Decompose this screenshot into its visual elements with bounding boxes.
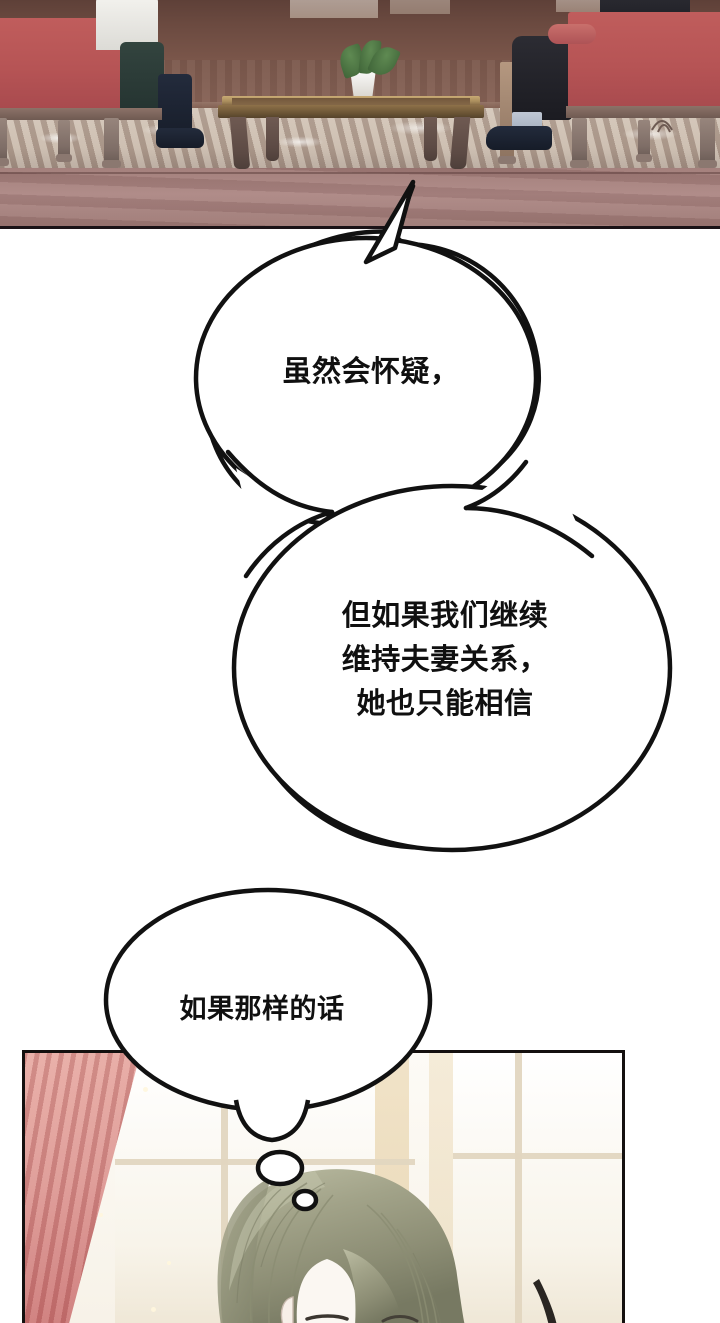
armchair-right-scrollwork (651, 120, 673, 133)
bubble-1-and-2-outline (203, 183, 634, 850)
figure-right-shoe (486, 126, 552, 150)
figure-right-trousers (512, 36, 572, 120)
armchair-left-leg-2 (56, 120, 72, 162)
figure-left-shirt (96, 0, 158, 50)
bubble-merge-fill-right (470, 432, 584, 540)
figure-left-boot-toe (156, 128, 204, 148)
armchair-left-skirt (0, 108, 162, 120)
bubble-merge-fill-left (236, 468, 330, 562)
coffee-table-leg-back-left (266, 117, 279, 161)
bubble-1-text: 虽然会怀疑， (282, 356, 460, 388)
bubble-2-text: 但如果我们继续 维持夫妻关系， 她也只能相信 (341, 600, 549, 720)
armchair-right-leg-3 (698, 118, 717, 168)
panel-parlor (0, 0, 720, 229)
background-window-center (390, 0, 450, 14)
armchair-left-leg-1 (0, 118, 9, 166)
armchair-right-leg-1 (570, 118, 589, 168)
panel-closeup (22, 1050, 625, 1323)
light-sparkle-4 (151, 1307, 156, 1312)
window-mullion-vertical-1 (221, 1053, 228, 1323)
bubble-merge-stroke-right-upper (463, 459, 529, 511)
window-mullion-horizontal-2 (453, 1153, 622, 1159)
floor-seam (0, 172, 720, 174)
armchair-right-leg-2 (636, 120, 652, 162)
armchair-right-skirt (566, 106, 720, 118)
figure-left-trousers (120, 42, 164, 114)
background-window-right (556, 0, 606, 12)
coffee-table-inset (232, 98, 470, 105)
bubble-merge-stroke-left-upper (225, 449, 335, 515)
wood-floor (0, 168, 720, 226)
armchair-left-leg-3 (102, 118, 121, 168)
coffee-table-apron (218, 105, 484, 118)
background-window-left (290, 0, 378, 18)
bubble-merge-stroke-right-lower (463, 505, 595, 559)
window-right-pane (453, 1053, 622, 1323)
light-sparkle-3 (167, 1261, 171, 1265)
bubble-merge-stroke-left-lower (243, 509, 335, 579)
coffee-table-leg-back-right (424, 117, 437, 161)
armchair-right-armrest (548, 24, 596, 44)
bubble-3-text: 如果那样的话 (179, 994, 345, 1024)
character-head (217, 1169, 557, 1323)
light-sparkle-2 (99, 1213, 103, 1217)
window-mullion-vertical-2 (515, 1053, 522, 1323)
